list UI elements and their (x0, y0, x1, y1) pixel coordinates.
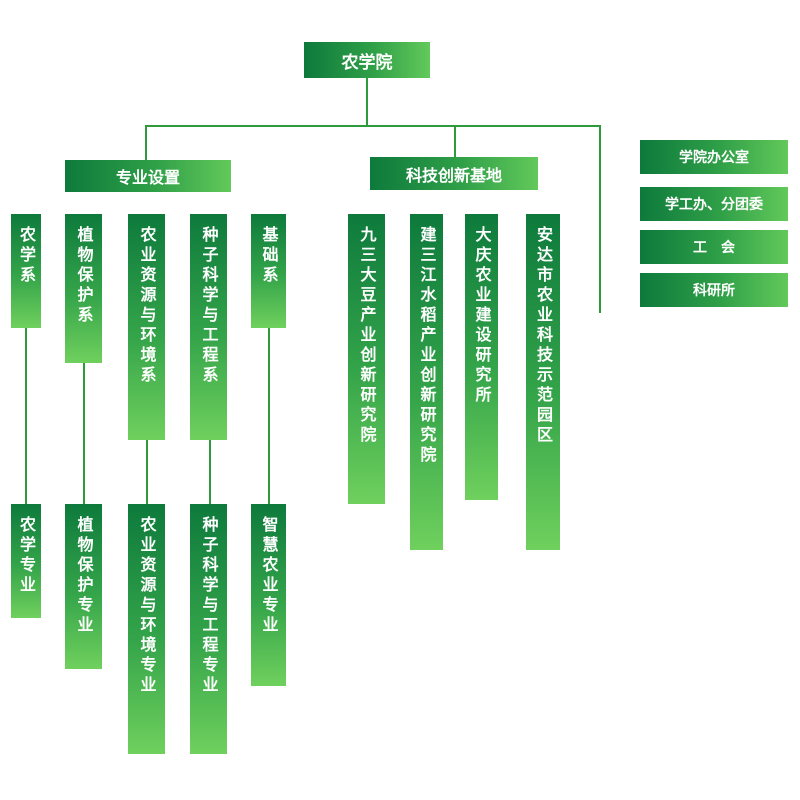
department-node: 种子科学与工程系 (190, 214, 227, 440)
base-node: 安达市农业科技示范园区 (526, 214, 560, 550)
branch-majors-setup: 专业设置 (65, 160, 231, 192)
major-node: 种子科学与工程专业 (190, 504, 227, 754)
major-node: 植物保护专业 (65, 504, 102, 669)
office-node: 学院办公室 (640, 140, 788, 174)
department-node: 植物保护系 (65, 214, 102, 363)
branch-innovation-base: 科技创新基地 (370, 157, 538, 190)
office-node: 科研所 (640, 273, 788, 307)
office-node: 工 会 (640, 230, 788, 264)
connector-line (25, 328, 27, 504)
department-node: 农业资源与环境系 (128, 214, 165, 440)
major-node: 农业资源与环境专业 (128, 504, 165, 754)
major-node: 智慧农业专业 (251, 504, 286, 686)
connector-line (366, 78, 368, 126)
base-node: 九三大豆产业创新研究院 (348, 214, 385, 504)
connector-line (145, 125, 147, 160)
department-node: 基础系 (251, 214, 286, 328)
connector-line (83, 363, 85, 504)
base-node: 大庆农业建设研究所 (465, 214, 498, 500)
office-node: 学工办、分团委 (640, 187, 788, 221)
department-node: 农学系 (11, 214, 41, 328)
connector-line (145, 125, 600, 127)
connector-line (146, 440, 148, 504)
root-node: 农学院 (304, 42, 430, 78)
connector-line (209, 440, 211, 504)
base-node: 建三江水稻产业创新研究院 (410, 214, 443, 550)
connector-line (268, 328, 270, 504)
major-node: 农学专业 (11, 504, 41, 618)
connector-line (599, 125, 601, 313)
connector-line (454, 125, 456, 158)
